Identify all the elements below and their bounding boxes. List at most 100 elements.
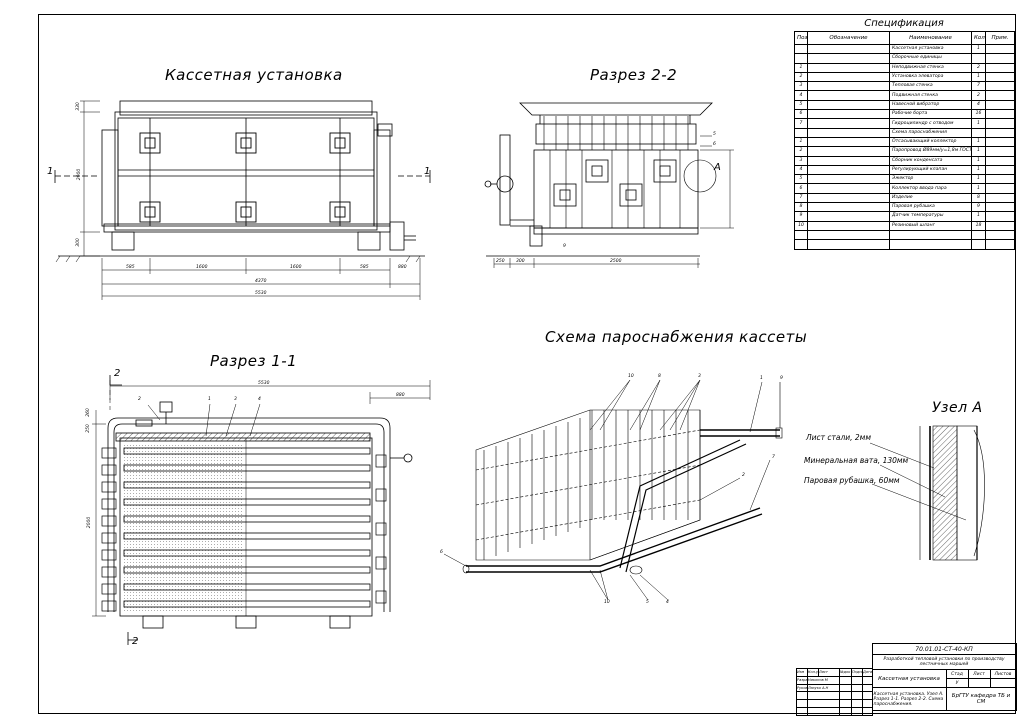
scheme-title: Схема пароснабжения кассеты (545, 328, 808, 346)
title-block-grid: 70.01.01-СТ-40-КП Разработкой тепловой у… (796, 643, 1017, 711)
spec-cell-pos: 2 (794, 146, 808, 157)
node-a-marker: А (714, 162, 721, 173)
spec-cell-name: Резиновый шланг (889, 220, 972, 231)
spec-cell-name: Гидроцилиндр с отводом (889, 118, 972, 129)
callout: 6 (713, 142, 716, 147)
spec-cell-name: Коллектор ввода пара (889, 183, 972, 194)
role-col: №док (839, 668, 852, 677)
spec-cell-designation (807, 192, 890, 204)
spec-cell-note (985, 127, 1015, 138)
spec-cell-qty (971, 239, 986, 250)
section-mark-left: 1 (47, 166, 54, 177)
spec-cell-note (985, 90, 1015, 101)
dim-label: 585 (360, 265, 369, 270)
spec-cell-note (985, 146, 1015, 157)
section22-title: Разрез 2-2 (590, 66, 678, 84)
spec-cell-note (985, 136, 1015, 148)
project-name: Разработкой тепловой установки по произв… (871, 654, 1017, 670)
spec-cell-designation (807, 53, 890, 64)
spec-cell-note (985, 174, 1015, 185)
callout: 4 (666, 600, 669, 605)
spec-cell-qty: 16 (971, 109, 986, 120)
spec-cell-designation (807, 81, 890, 92)
spec-cell-designation (807, 71, 890, 83)
person-role: Руков (796, 683, 808, 693)
spec-cell-note (985, 71, 1015, 83)
callout: 5 (713, 132, 716, 137)
spec-header-note: Прим. (985, 31, 1015, 45)
spec-cell-note (985, 109, 1015, 120)
node-a-title: Узел А (932, 400, 983, 416)
spec-cell-qty: 1 (971, 136, 986, 148)
spec-cell-designation (807, 127, 890, 138)
spec-cell-designation (807, 211, 890, 222)
spec-cell-pos: 10 (794, 220, 808, 231)
spec-cell-designation (807, 229, 890, 241)
spec-cell-pos (794, 127, 808, 138)
spec-cell-name: Навесной вибратор (889, 99, 972, 111)
section-1-1-view (92, 375, 431, 645)
spec-cell-pos: 1 (794, 136, 808, 148)
node-a-label-jacket: Паровая рубашка, 60мм (804, 476, 900, 485)
spec-cell-note (985, 53, 1015, 64)
dim-label: 1600 (196, 265, 208, 270)
spec-cell-designation (807, 155, 890, 166)
spec-cell-designation (807, 220, 890, 231)
spec-cell-name: Датчик температуры (889, 211, 972, 222)
dim-label: 2000 (77, 168, 83, 181)
spec-cell-pos: 9 (794, 211, 808, 222)
spec-cell-qty: 18 (971, 220, 986, 231)
sheet-name: Кассетная установка (871, 669, 947, 688)
spec-cell-note (985, 118, 1015, 129)
spec-cell-pos: 5 (794, 99, 808, 111)
callout: 9 (563, 244, 566, 249)
cassette-front-view (54, 100, 431, 300)
spec-cell-designation (807, 62, 890, 73)
spec-cell-pos: 4 (794, 90, 808, 101)
spec-cell-qty (971, 127, 986, 138)
spec-cell-note (985, 202, 1015, 213)
spec-cell-pos: 3 (794, 81, 808, 92)
spec-cell-pos: 6 (794, 109, 808, 120)
callout: 2 (742, 473, 745, 478)
node-a-label-steel: Лист стали, 2мм (806, 433, 872, 442)
spec-header-pos: Поз (794, 31, 808, 45)
spec-cell-qty: 2 (971, 62, 986, 73)
spec-cell-name: Тепловая стенка (889, 81, 972, 92)
sheet-contents: Кассетная установка. Узел А. Разрез 1-1.… (871, 687, 947, 711)
spec-cell-name: Установка элеватора (889, 71, 972, 83)
spec-header-designation: Обозначение (807, 31, 890, 45)
role-col: Изм (796, 668, 808, 677)
section-2-2-view (484, 102, 734, 268)
spec-row: Схема пароснабжения (794, 127, 1015, 138)
spec-cell-name: Паропровод Ø89мм/у=1,8м ГОСТ3262 (889, 146, 972, 157)
spec-cell-pos: 7 (794, 118, 808, 129)
spec-cell-qty: 1 (971, 71, 986, 83)
spec-cell-note (985, 62, 1015, 73)
callout: 2 (138, 397, 141, 402)
spec-grid: Поз Обозначение Наименование Кол Прим. К… (794, 31, 1015, 250)
spec-cell-note (985, 43, 1015, 55)
dim-label: 300 (75, 238, 81, 247)
callout: 5 (646, 600, 649, 605)
spec-cell-pos: 6 (794, 183, 808, 194)
dim-label: 4370 (255, 279, 267, 284)
dim-label: 260 (85, 408, 91, 417)
node-a-label-wool: Минеральная вата, 130мм (804, 456, 909, 465)
spec-cell-pos: 7 (794, 192, 808, 204)
callout: 1 (760, 376, 763, 381)
role-col: Дата (862, 668, 873, 677)
spec-cell-qty (971, 53, 986, 64)
callout: 3 (698, 374, 701, 379)
signature-grid: Изм Кол.уч Лист №док Подпись Дата Разраб… (796, 668, 873, 716)
spec-cell-note (985, 99, 1015, 111)
